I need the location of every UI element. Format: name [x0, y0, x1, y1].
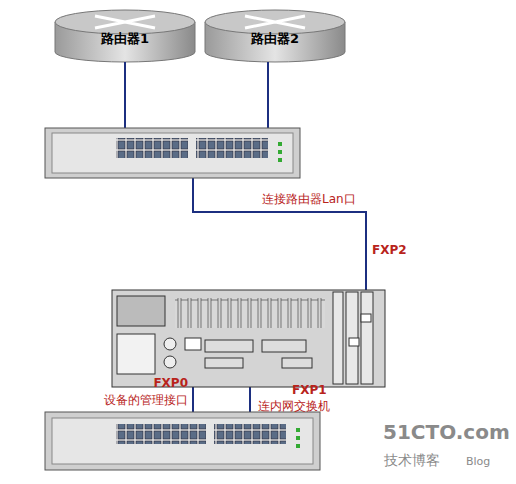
router-node: 路由器1: [55, 24, 195, 54]
router-label: 路由器2: [251, 30, 299, 48]
router-node: 路由器2: [205, 24, 345, 54]
port-label: 设备的管理接口: [104, 393, 188, 407]
watermark: Blog: [466, 455, 490, 468]
router-label: 路由器1: [101, 30, 149, 48]
switch: [45, 412, 320, 470]
port-label: 连内网交换机: [258, 399, 330, 413]
port-label: FXP1: [292, 383, 327, 397]
switch: [45, 128, 300, 178]
device-chassis: [112, 290, 385, 387]
cable-label: 连接路由器Lan口: [262, 192, 356, 206]
port-label: FXP2: [372, 243, 407, 257]
router-cylinder: [55, 10, 195, 62]
router-cylinder: [205, 10, 345, 62]
watermark: 51CTO.com: [383, 420, 510, 444]
watermark: 技术博客: [384, 452, 440, 469]
port-label: FXP0: [153, 376, 188, 390]
